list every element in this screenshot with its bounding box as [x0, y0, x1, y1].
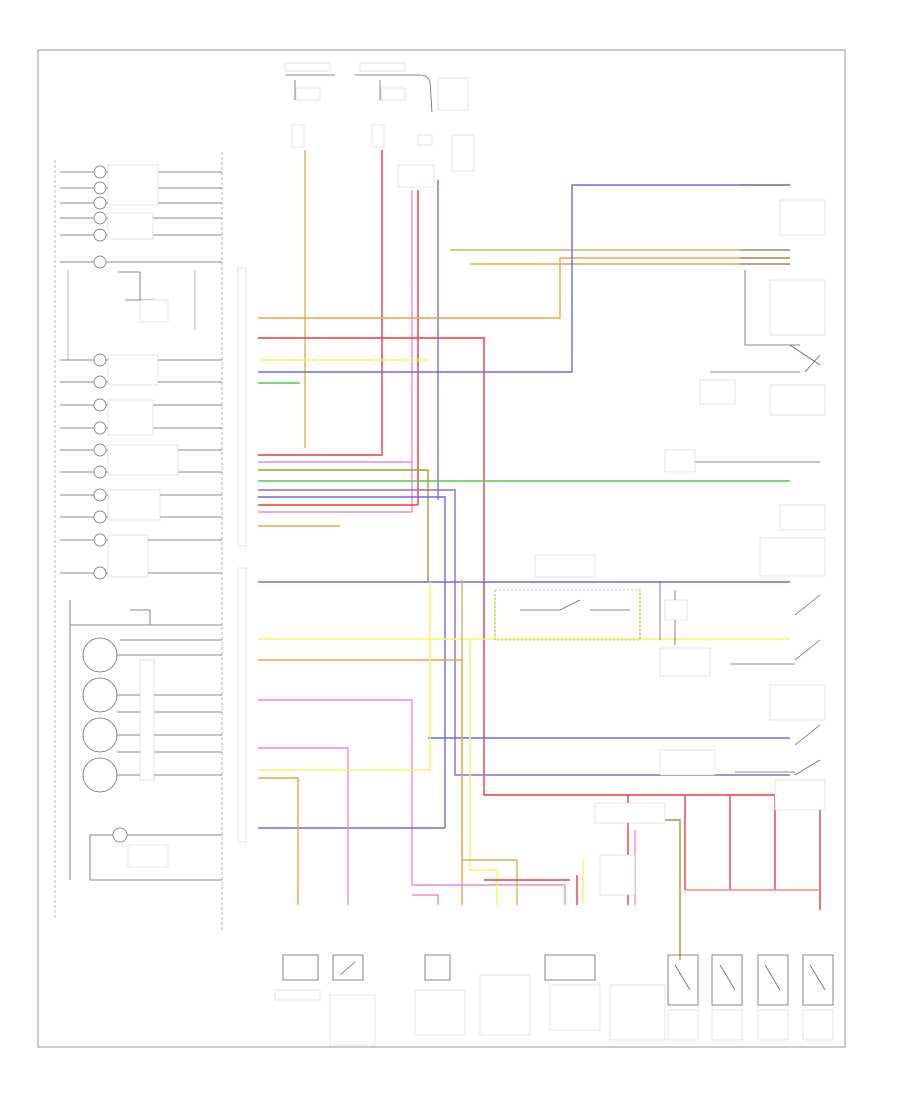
gauge-1: [82, 637, 118, 673]
door-switch-1: [667, 954, 699, 1006]
gauges: [69, 600, 222, 881]
component-switch-2: [332, 954, 364, 981]
cluster-switch: [118, 271, 169, 323]
component-box-5: [544, 954, 596, 981]
lamp-row: [60, 255, 222, 269]
wire-tan-drop: [461, 580, 518, 905]
gauge-3: [82, 717, 118, 753]
bottom-components: [274, 954, 834, 1046]
cluster-lamp-bottom: [112, 827, 128, 843]
wires: [258, 150, 821, 960]
diagram-border: [37, 49, 846, 1048]
wire-yellow-lower-2: [258, 582, 431, 771]
wire-pink-lower: [258, 699, 566, 905]
gauge-2: [82, 677, 118, 713]
wire-pink-drop: [412, 894, 439, 905]
wire-orange-lower: [258, 659, 463, 905]
wire-olive-upper: [258, 469, 429, 582]
wire-pink-lower-2: [258, 747, 349, 905]
gauge-4: [82, 757, 118, 793]
wire-violet-upper: [258, 489, 790, 776]
fuse-feed-top: [284, 62, 475, 188]
wire-olive-right: [643, 819, 681, 960]
right-components: [659, 184, 826, 811]
component-sensor-3: [424, 954, 451, 981]
wire-orange-upper: [258, 257, 790, 319]
wire-red-right: [627, 795, 821, 910]
wire-red-upper: [258, 337, 820, 796]
component-box-1: [282, 954, 319, 981]
indicator-lamps: [60, 164, 222, 580]
wire-yellow-right: [494, 590, 641, 640]
wire-red-drop: [484, 875, 578, 905]
connector-block-lower: [237, 567, 247, 843]
instrument-cluster: [54, 152, 223, 930]
connector-block-upper: [237, 267, 247, 547]
wire-orange-lower-2: [258, 777, 299, 905]
wire-blue-upper-2: [258, 496, 446, 828]
door-switch-4: [802, 954, 834, 1006]
wire-yellow-drop: [469, 639, 498, 905]
control-module: [494, 554, 688, 896]
door-switch-2: [711, 954, 743, 1006]
door-switch-3: [757, 954, 789, 1006]
wire-blue-upper: [258, 184, 790, 373]
wire-red-feed: [258, 150, 383, 456]
